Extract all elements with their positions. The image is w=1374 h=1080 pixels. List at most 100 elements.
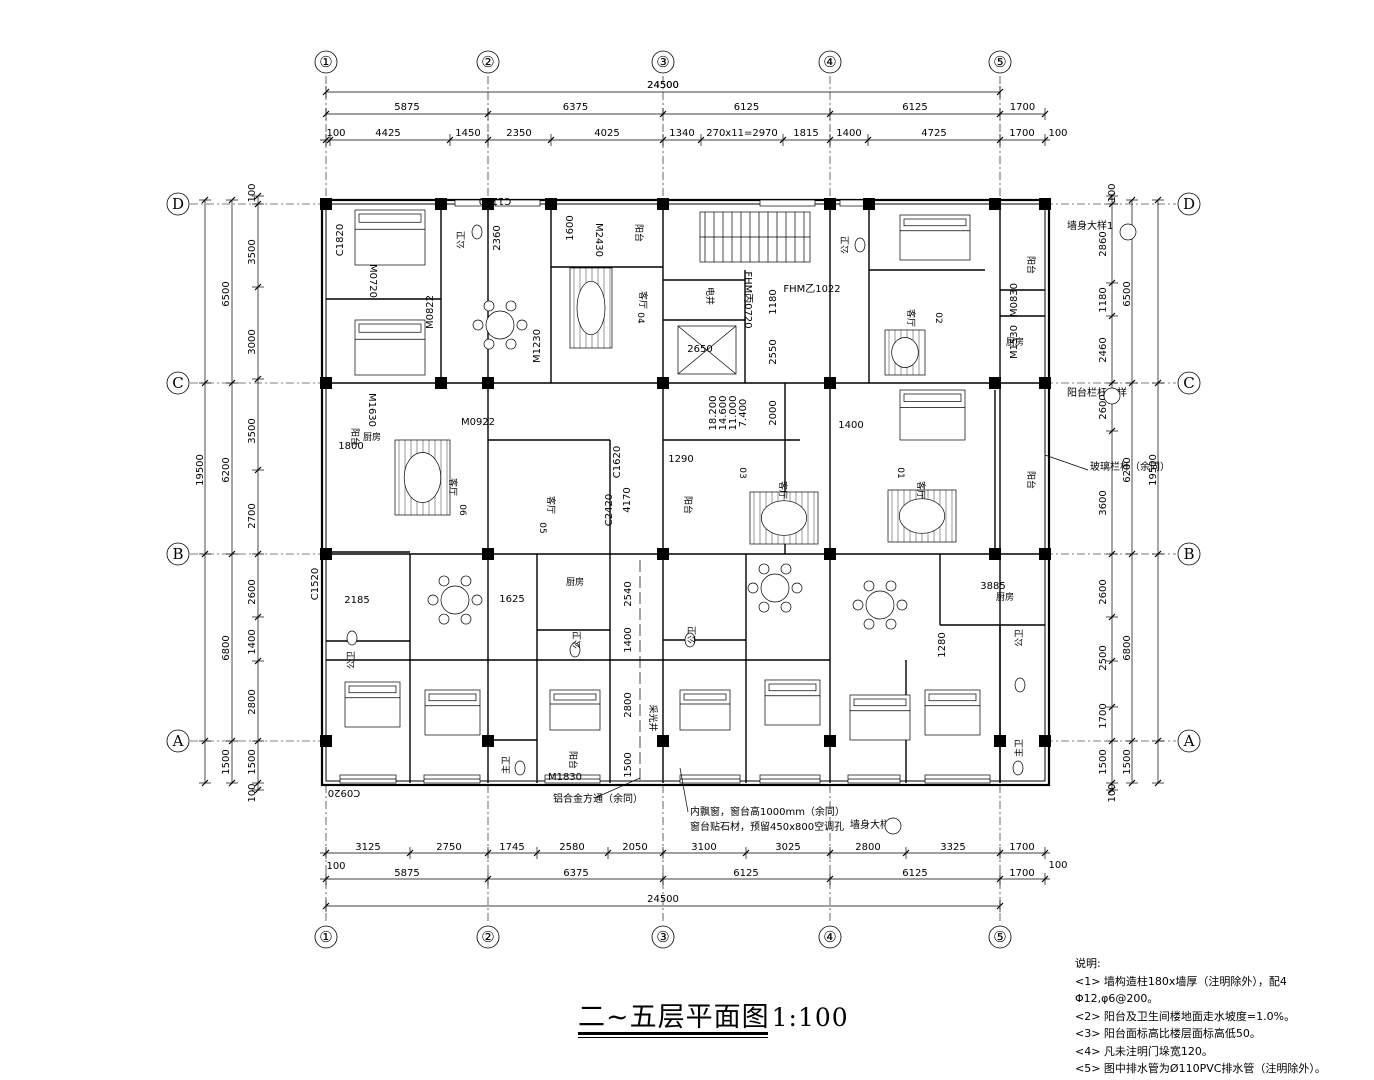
dim-bottom-detail-slash — [533, 849, 541, 857]
dim-right-detail-slash — [1108, 703, 1116, 711]
dim-top-detail-slash — [697, 136, 705, 144]
kitchen-label: 厨房 — [363, 431, 381, 443]
dim-bottom-detail-slash — [322, 849, 330, 857]
dim-right-slash — [1154, 196, 1162, 204]
bed-pillow — [428, 693, 477, 702]
dim-left-detail-slash — [254, 613, 262, 621]
toilet-fixture — [471, 224, 483, 240]
dim-bottom-axis-slash — [659, 875, 667, 883]
bed-pillow — [928, 693, 977, 702]
window-tag: C2420 — [604, 494, 615, 526]
callout-glass: 玻璃栏杆（余同） — [1090, 460, 1170, 473]
axis-label-4: ④ — [823, 53, 836, 71]
dim-right-detail-slash — [1108, 657, 1116, 665]
dim-top-detail-text: 1340 — [669, 128, 694, 139]
dim-right-detail-slash — [1108, 427, 1116, 435]
dining-01-chair — [896, 599, 908, 611]
axis-bubble-1 — [314, 925, 338, 949]
dim-top-detail-slash — [996, 136, 1004, 144]
bed-pillow — [903, 218, 967, 227]
dim-bottom-axis-slash — [996, 875, 1004, 883]
note-3: <3> 阳台面标高比楼层面标高低50。 — [1075, 1027, 1261, 1040]
dim-top-total-text: 24500 — [647, 80, 679, 91]
axis-label-B: B — [1183, 545, 1194, 563]
dim-bottom-detail-slash — [406, 849, 414, 857]
callout-glass-leader — [1044, 454, 1089, 471]
dining-04-chair — [483, 338, 495, 350]
dim-left-mid: 6800 — [221, 635, 232, 660]
dim-top-detail-text: 4025 — [594, 128, 619, 139]
door-tag: M2430 — [593, 223, 604, 257]
drawing-scale: 1:100 — [771, 1003, 849, 1032]
dim-left-mid: 6200 — [221, 457, 232, 482]
inner-dim: 1600 — [565, 215, 576, 240]
dining-04-chair — [505, 338, 517, 350]
dim-bottom-detail-slash — [604, 849, 612, 857]
dim-top-axis-text: 6125 — [902, 102, 927, 113]
axis-label-3: ③ — [656, 53, 669, 71]
dim-top-total-slash — [322, 88, 330, 96]
note-2: <2> 阳台及卫生间楼地面走水坡度=1.0%。 — [1075, 1009, 1296, 1023]
dim-left-detail-text: 3500 — [247, 418, 258, 443]
rug-04-table — [576, 280, 606, 336]
axis-bubble-C — [166, 371, 190, 395]
elevator-shaft — [677, 325, 737, 375]
dim-right-slash — [1128, 550, 1136, 558]
dim-top-axis-text: 5875 — [394, 102, 419, 113]
structural-column — [994, 735, 1006, 747]
dim-top-total-label: 24500 — [647, 80, 679, 91]
dim-right-detail-text: 1700 — [1098, 703, 1109, 728]
structural-column — [482, 377, 494, 389]
dim-top-detail-text: 1450 — [455, 128, 480, 139]
dim-right-slash — [1128, 737, 1136, 745]
door-tag: M1630 — [366, 393, 377, 427]
dim-right-detail-slash — [1108, 550, 1116, 558]
dim-left-detail-slash — [254, 200, 262, 208]
dim-right-detail-text: 100 — [1107, 183, 1118, 202]
balcony-label: 阳台 — [1025, 471, 1037, 489]
inner-dim: 2540 — [623, 581, 634, 606]
door-tag: M1530 — [1009, 325, 1020, 359]
callout-railing: 铝合金方通（余同） — [553, 792, 643, 805]
rug-02-table — [891, 337, 919, 368]
axis-label-D: D — [172, 195, 184, 213]
dim-bottom-axis-text: 6375 — [563, 868, 588, 879]
axis-label-1: ① — [319, 928, 332, 946]
inner-dim: 1800 — [338, 441, 363, 452]
toilet-fixture — [1012, 760, 1024, 776]
toilet-label: 公卫 — [687, 626, 698, 644]
inner-dim: 2800 — [623, 692, 634, 717]
bed-pillow — [903, 393, 962, 402]
dim-top-total-slash — [996, 88, 1004, 96]
dim-right-detail-slash — [1108, 279, 1116, 287]
dim-bottom-detail-slash — [484, 849, 492, 857]
structural-column — [657, 548, 669, 560]
dim-bottom-detail-slash — [742, 849, 750, 857]
dim-bottom-detail-text: 3125 — [355, 842, 380, 853]
toilet-label: 公卫 — [840, 236, 851, 254]
balcony-label: 阳台 — [1025, 256, 1037, 274]
dim-bottom-detail-slash — [902, 849, 910, 857]
title-underline-thin — [578, 1037, 768, 1038]
inner-dim: 1180 — [768, 289, 779, 314]
window-tag: C1820 — [335, 224, 346, 256]
dining-04-table — [485, 310, 515, 340]
inner-dim: 4170 — [622, 487, 633, 512]
toilet-label: 公卫 — [1014, 629, 1025, 647]
notes-block: 说明: <1> 墙构造柱180x墙厚（注明除外），配4 Φ12,φ6@200。 … — [1075, 955, 1370, 1078]
dim-left-slash — [228, 196, 236, 204]
living-label: 客厅 — [777, 481, 789, 499]
dim-top-axis-text: 6125 — [734, 102, 759, 113]
light-well-label: 采光井 — [647, 704, 659, 731]
balcony-label: 阳台 — [682, 496, 694, 514]
structural-column — [863, 198, 875, 210]
dim-bottom-axis-slash — [826, 875, 834, 883]
dim-left-detail-slash — [254, 375, 262, 383]
dim-top-detail-text: 2350 — [506, 128, 531, 139]
elevator-shaft-label: 电井 — [704, 287, 716, 305]
dim-left-detail-text: 2600 — [247, 579, 258, 604]
door-tag: M1230 — [532, 329, 543, 363]
toilet-fixture — [854, 237, 866, 253]
floor-elevation: 7.400 — [738, 399, 749, 428]
unit-number-06: 06 — [457, 504, 467, 516]
